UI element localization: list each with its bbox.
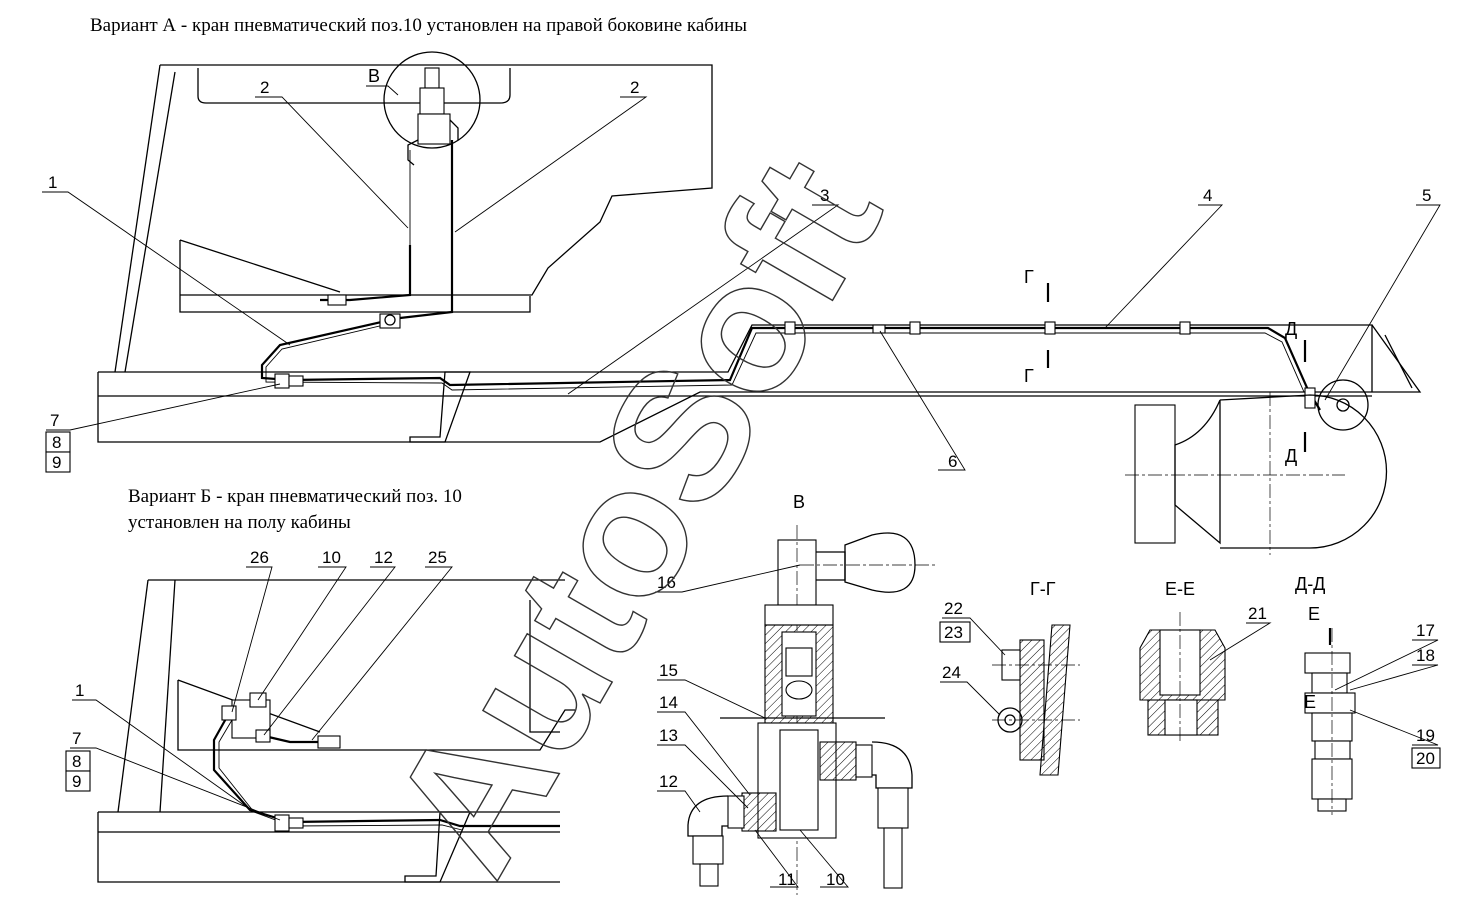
section-mark-g-lower: Г	[1024, 366, 1034, 386]
variant-b-view	[97, 579, 575, 883]
callout-26: 26	[250, 548, 269, 567]
detail-mark-v: В	[368, 66, 380, 86]
callout-12-b: 12	[659, 772, 678, 791]
callout-6: 6	[948, 452, 957, 471]
callout-3: 3	[820, 186, 829, 205]
variant-b-title-line1: Вариант Б - кран пневматический поз. 10	[128, 486, 462, 507]
callout-20: 20	[1416, 749, 1435, 768]
callout-8-b: 8	[72, 752, 81, 771]
section-g-g: Г-Г 22 23 24	[939, 579, 1080, 776]
callouts-variant-a: 2 2 1 3 4 5 6 7 8 9	[42, 78, 1441, 473]
callout-16: 16	[657, 573, 676, 592]
detail-v-valve-section: В	[687, 492, 935, 895]
callout-11: 11	[778, 870, 796, 889]
callout-1-b: 1	[75, 681, 84, 700]
section-e-e: Е-Е 21	[1139, 579, 1272, 742]
callout-15: 15	[659, 661, 678, 680]
callout-18: 18	[1416, 646, 1435, 665]
callout-9-a: 9	[52, 453, 61, 472]
callout-13: 13	[659, 726, 678, 745]
section-mark-g: Г	[1024, 267, 1034, 287]
callout-4: 4	[1203, 186, 1212, 205]
variant-a-view: Г Г Д Д В	[97, 51, 1422, 555]
callout-2-left: 2	[260, 78, 269, 97]
callout-1-a: 1	[48, 173, 57, 192]
section-d-d: Д-Д Е Е 17 18 19 20	[1295, 574, 1441, 815]
callout-17: 17	[1416, 621, 1435, 640]
callout-22: 22	[944, 599, 963, 618]
callout-2-right: 2	[630, 78, 639, 97]
callouts-detail-v: 16 15 14 13 12 11 10	[655, 564, 849, 889]
callout-21: 21	[1248, 604, 1267, 623]
section-d-d-title: Д-Д	[1295, 574, 1325, 594]
section-e-e-title: Е-Е	[1165, 579, 1195, 599]
callout-25: 25	[428, 548, 447, 567]
section-mark-d-lower: Д	[1285, 446, 1297, 466]
callout-19: 19	[1416, 726, 1435, 745]
callout-23: 23	[944, 623, 963, 642]
section-e-mark-side: Е	[1304, 692, 1316, 712]
variant-b-title-line2: установлен на полу кабины	[128, 512, 351, 533]
callout-7-b: 7	[72, 729, 81, 748]
callouts-variant-b: 26 10 12 25 1 7 8 9	[65, 548, 453, 821]
callout-7-a: 7	[50, 411, 59, 430]
callout-9-b: 9	[72, 772, 81, 791]
callout-8-a: 8	[52, 433, 61, 452]
section-mark-d: Д	[1285, 319, 1297, 339]
callout-14: 14	[659, 693, 678, 712]
callout-24: 24	[942, 663, 961, 682]
callout-5: 5	[1422, 186, 1431, 205]
callout-12-a: 12	[374, 548, 393, 567]
callout-10-b: 10	[322, 548, 341, 567]
section-e-mark-top: Е	[1308, 604, 1320, 624]
variant-a-title: Вариант А - кран пневматический поз.10 у…	[90, 15, 747, 36]
callout-10-c: 10	[826, 870, 845, 889]
detail-v-title: В	[793, 492, 805, 512]
section-g-g-title: Г-Г	[1030, 579, 1056, 599]
